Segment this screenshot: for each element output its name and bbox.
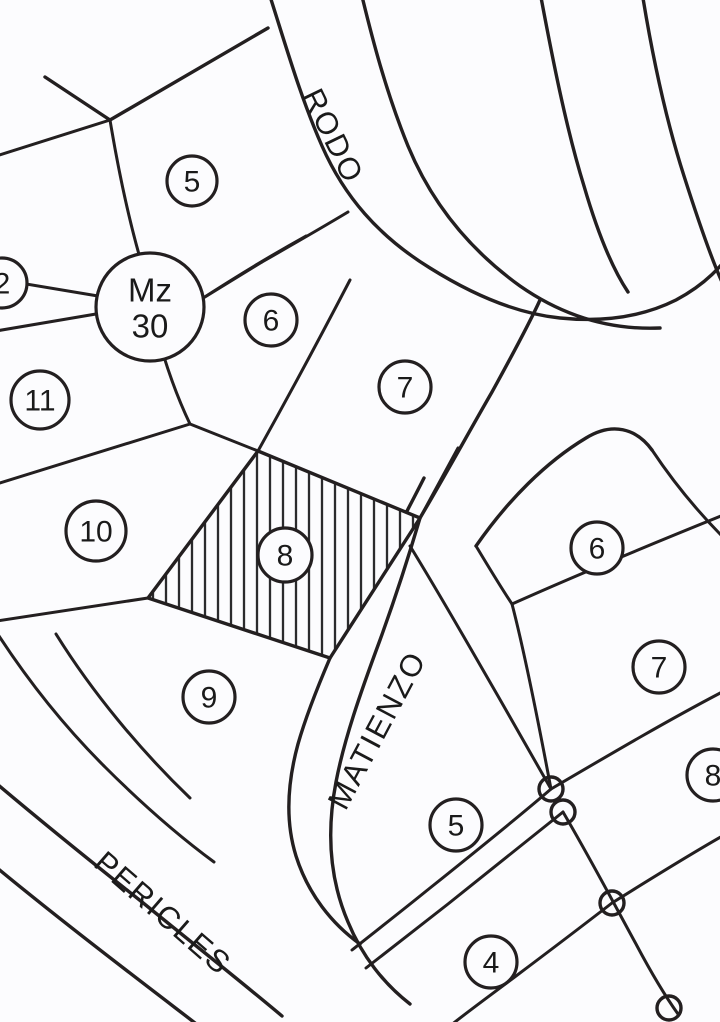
lot-marker-5[interactable]: 5 bbox=[165, 154, 219, 208]
survey-node-icon bbox=[537, 775, 565, 803]
lot-marker-8[interactable]: 8 bbox=[256, 526, 314, 584]
lot-number-label: 10 bbox=[79, 516, 112, 549]
lot-circle-icon bbox=[428, 797, 484, 853]
lot-circle-icon bbox=[9, 369, 71, 431]
lot-marker-2[interactable]: 2 bbox=[0, 256, 29, 310]
lot-label-group: 2 5 6 7 11 10 8 9 6 7 8 5 4 bbox=[0, 154, 720, 990]
lot-marker-6[interactable]: 6 bbox=[243, 292, 299, 348]
survey-node-icon bbox=[549, 798, 577, 826]
lot-marker-11[interactable]: 11 bbox=[9, 369, 71, 431]
street-pericles-lines bbox=[0, 784, 284, 1022]
right-block-parcel-boundaries bbox=[350, 427, 720, 1022]
survey-node-group bbox=[537, 775, 683, 1022]
lot-number-label: 7 bbox=[397, 372, 414, 405]
lot-marker-6[interactable]: 6 bbox=[569, 520, 625, 576]
lot-number-label: 8 bbox=[705, 760, 720, 793]
lot-marker-7[interactable]: 7 bbox=[377, 359, 433, 415]
street-name-label-pericles: PERICLES bbox=[88, 844, 239, 982]
street-name-label-rodo: RODO bbox=[295, 83, 371, 189]
street-name-label-matienzo: MATIENZO bbox=[321, 645, 434, 815]
survey-node-icon bbox=[598, 889, 626, 917]
lot-marker-10[interactable]: 10 bbox=[64, 499, 128, 563]
lot-number-label: 7 bbox=[651, 652, 668, 685]
lot-marker-7[interactable]: 7 bbox=[631, 639, 687, 695]
lot-circle-icon bbox=[463, 934, 519, 990]
lot-circle-icon bbox=[631, 639, 687, 695]
lot-circle-icon bbox=[256, 526, 314, 584]
lot-number-label: 11 bbox=[24, 385, 55, 418]
lot-circle-icon bbox=[569, 520, 625, 576]
lot-marker-8[interactable]: 8 bbox=[685, 747, 720, 803]
block-label-line2: 30 bbox=[132, 308, 169, 345]
lot-number-label: 4 bbox=[483, 947, 500, 980]
lot-number-label: 6 bbox=[589, 533, 606, 566]
block-label-mz30[interactable]: Mz 30 bbox=[94, 251, 206, 363]
block-label-line1: Mz bbox=[128, 272, 172, 309]
lot-circle-icon bbox=[181, 669, 237, 725]
lot-marker-9[interactable]: 9 bbox=[181, 669, 237, 725]
lot-number-label: 5 bbox=[448, 810, 465, 843]
lot-circle-icon bbox=[165, 154, 219, 208]
lot-circle-icon bbox=[377, 359, 433, 415]
lot-circle-icon bbox=[0, 256, 29, 310]
lot-circle-icon bbox=[685, 747, 720, 803]
lot-number-label: 9 bbox=[201, 682, 218, 715]
lot-marker-5[interactable]: 5 bbox=[428, 797, 484, 853]
block-30-parcel-boundaries bbox=[0, 26, 460, 864]
street-branch-upper-right bbox=[539, 0, 720, 294]
lot-circle-icon bbox=[64, 499, 128, 563]
lot-marker-4[interactable]: 4 bbox=[463, 934, 519, 990]
lot-number-label: 8 bbox=[277, 540, 294, 573]
lot-number-label: 2 bbox=[0, 268, 10, 301]
lot-number-label: 5 bbox=[184, 166, 201, 199]
street-rodo-lines bbox=[269, 0, 720, 330]
lot-number-label: 6 bbox=[263, 305, 280, 338]
survey-node-icon bbox=[655, 994, 683, 1022]
lot-circle-icon bbox=[243, 292, 299, 348]
